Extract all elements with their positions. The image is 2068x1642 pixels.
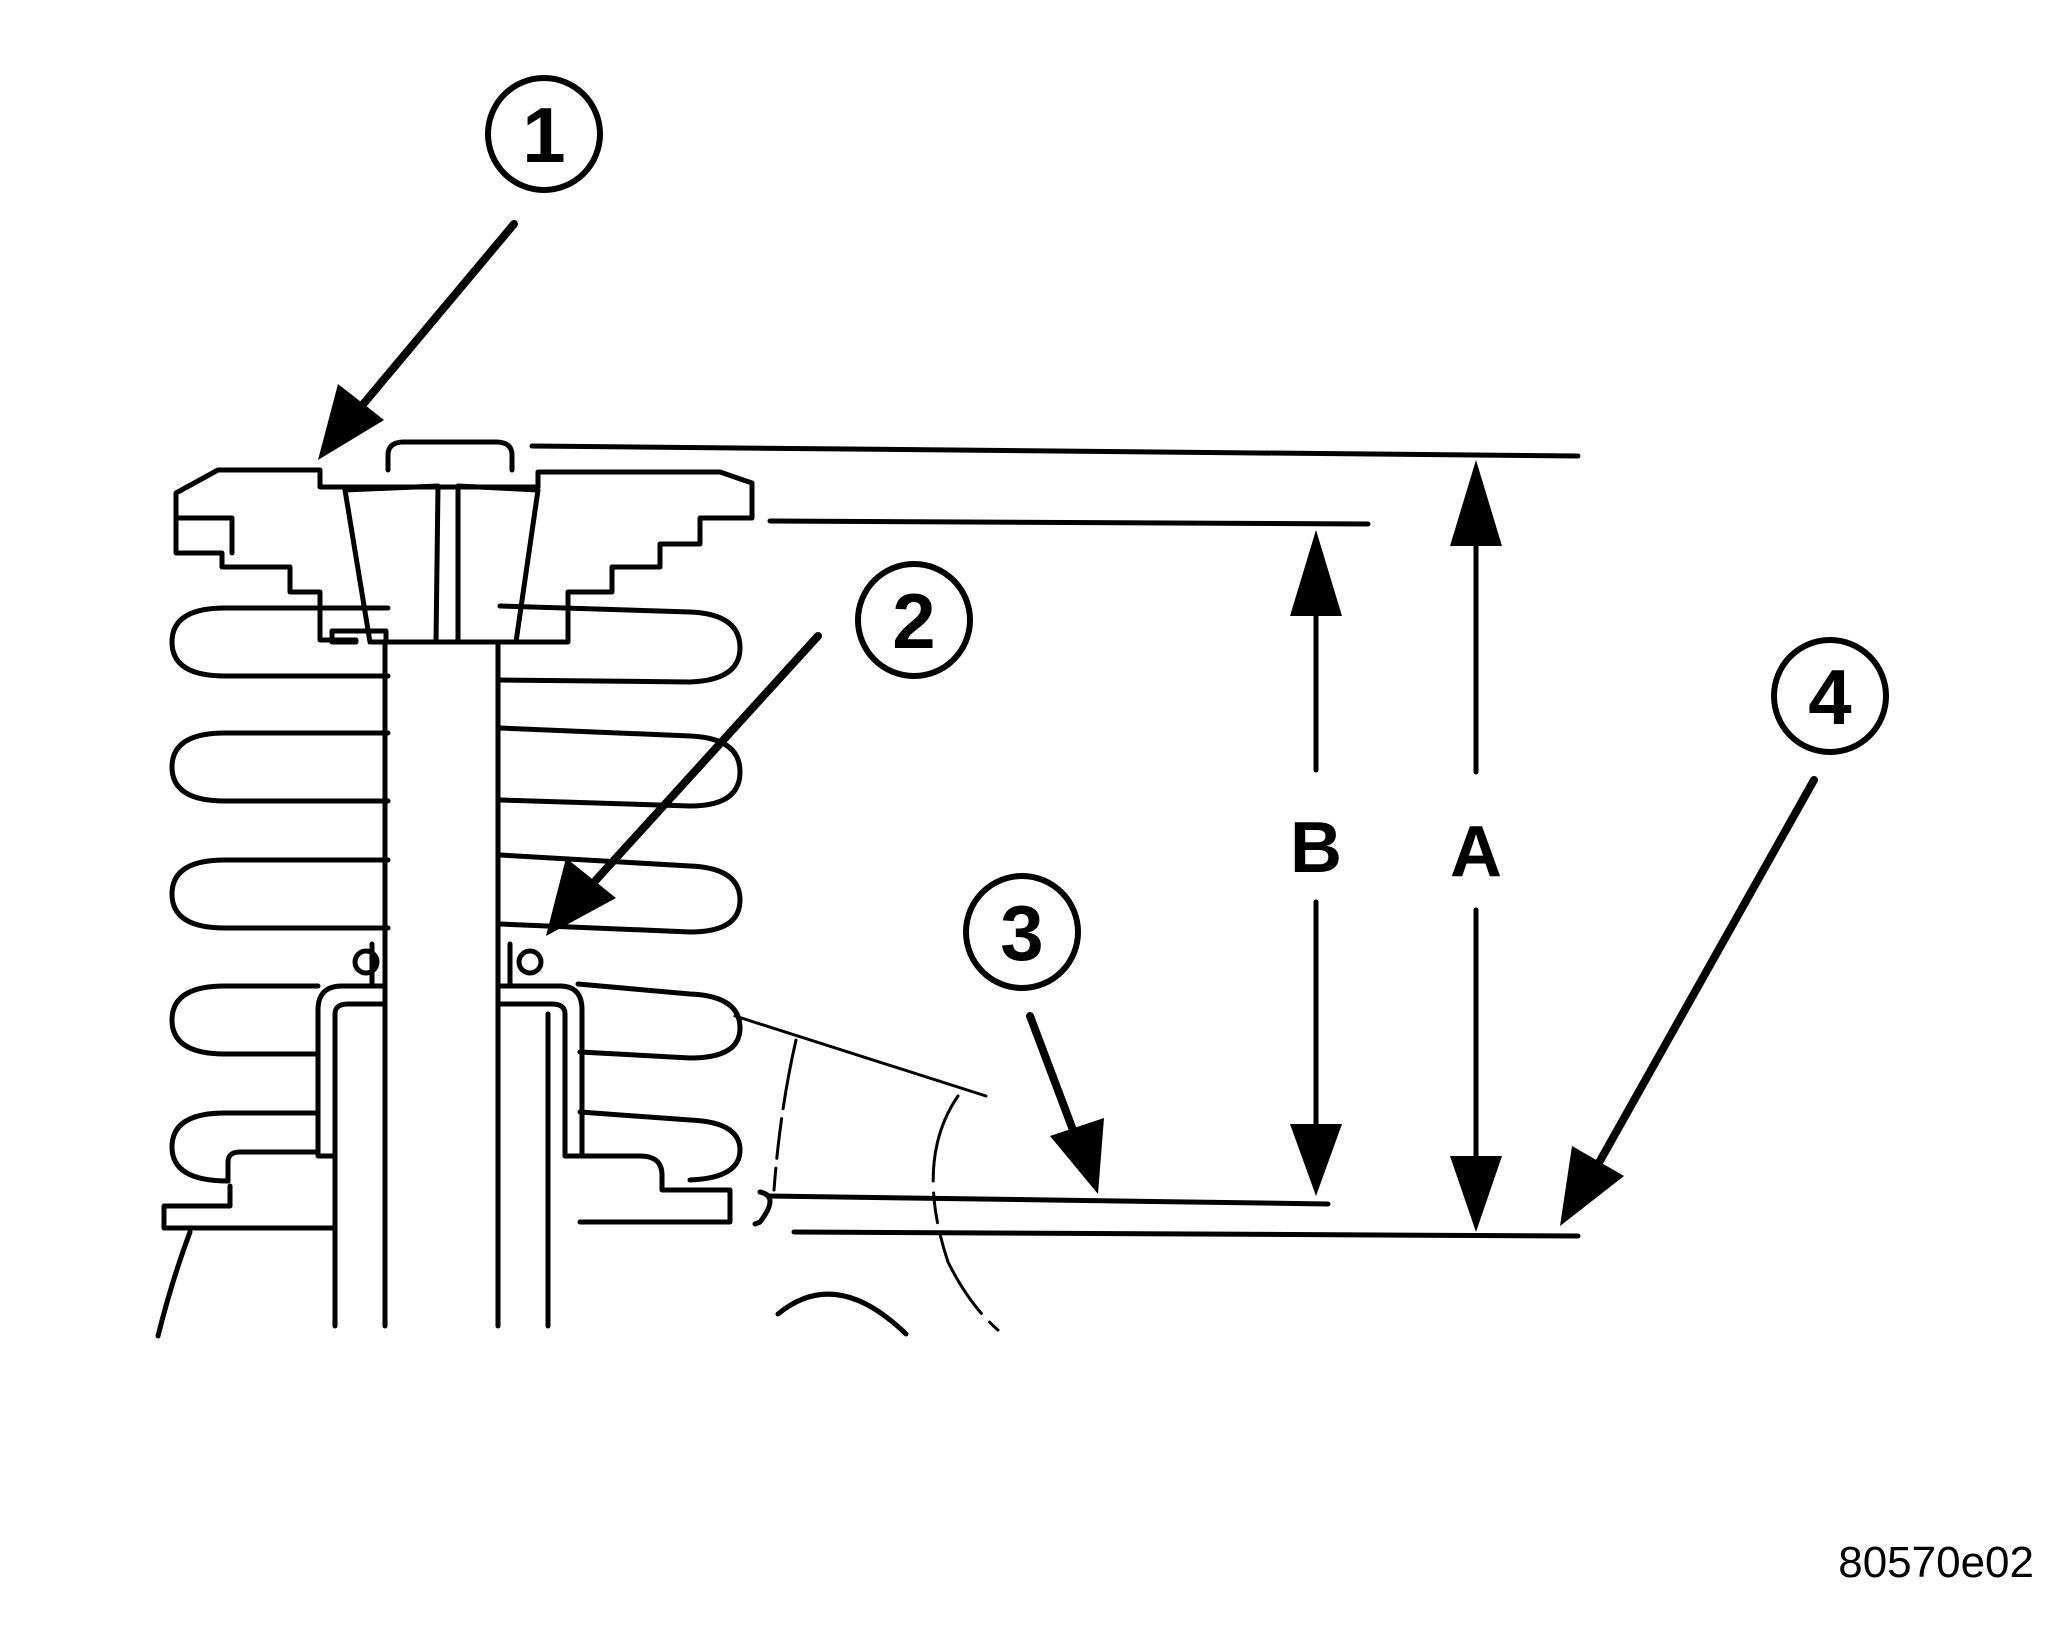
dimension-a-arrow: A: [1450, 460, 1502, 1232]
callout-1-label: 1: [522, 91, 565, 179]
valve-guide: [332, 1011, 551, 1329]
valve-stem-seal: [315, 941, 585, 1159]
cylinder-head-outline: [733, 1014, 1000, 1337]
dimension-a-label: A: [1450, 812, 1502, 892]
dimension-b-arrow: B: [1290, 530, 1342, 1196]
spring-retainer: [173, 467, 755, 645]
callout-3-label: 3: [1000, 889, 1043, 977]
valve-spring-right-coils: [497, 603, 743, 1183]
callout-1: 1: [318, 75, 603, 460]
dimension-b-label: B: [1290, 808, 1342, 888]
callout-4-label: 4: [1808, 653, 1851, 741]
valve-keepers: [342, 483, 541, 645]
callout-2: 2: [546, 561, 973, 936]
figure-id: 80570e02: [1838, 1538, 2034, 1587]
valve-spring-left-coils: [169, 605, 391, 1184]
reference-line-head: [791, 1229, 1581, 1239]
valve-stem: [382, 639, 501, 1329]
reference-line-retainer: [767, 518, 1371, 527]
reference-line-seal: [765, 1193, 1331, 1207]
reference-line-valve-tip: [529, 443, 1581, 459]
valve-tip: [385, 439, 515, 473]
callout-2-label: 2: [892, 577, 935, 665]
spring-seat: [155, 1149, 733, 1339]
callout-4: 4: [1560, 637, 1889, 1226]
reference-lines: [529, 443, 1581, 1239]
callout-3: 3: [963, 873, 1104, 1194]
